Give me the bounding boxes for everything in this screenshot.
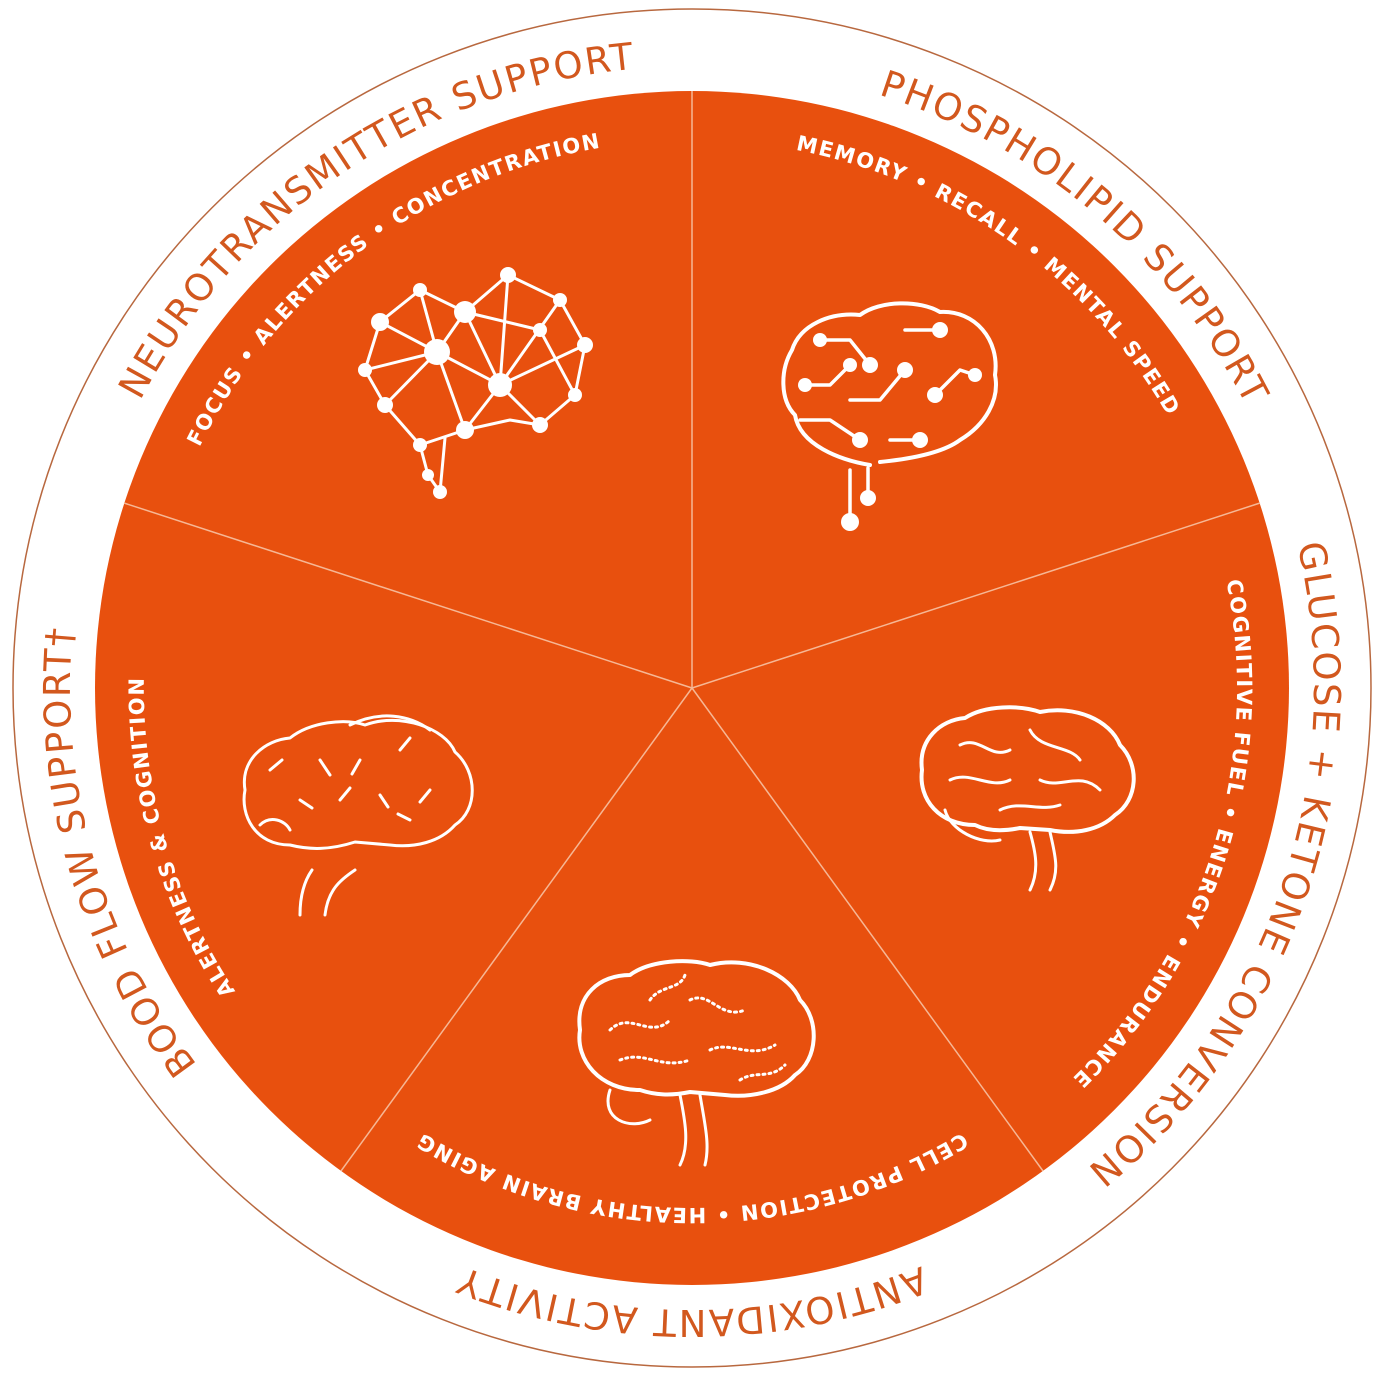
outer-ring <box>12 8 1372 1368</box>
brain-outline-icon <box>919 705 1136 892</box>
blood-flow-brain-icon <box>242 714 474 917</box>
network-brain-icon <box>358 267 593 499</box>
dotted-brain-icon <box>577 959 816 1167</box>
circuit-brain-icon <box>781 301 998 531</box>
sector-dividers <box>123 91 1261 1172</box>
